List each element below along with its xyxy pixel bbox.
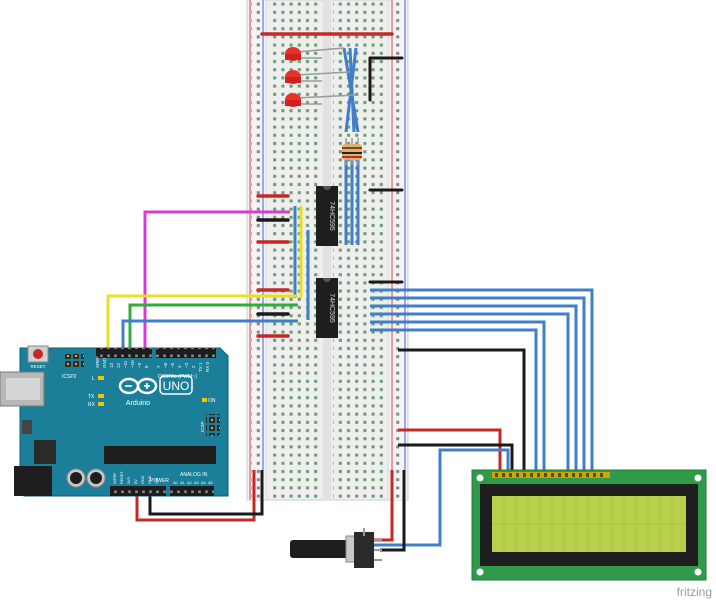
breadboard bbox=[246, 0, 409, 501]
chip-1: 74HC595 bbox=[316, 186, 338, 246]
pin-a3-label: A3 bbox=[194, 481, 199, 485]
arduino-model: UNO bbox=[163, 379, 190, 393]
pin-a5-label: A5 bbox=[208, 481, 213, 485]
pin-rx-label: RX 0 bbox=[205, 361, 210, 372]
pin-11-label: ~11 bbox=[123, 360, 128, 368]
potentiometer[interactable] bbox=[290, 528, 382, 568]
digital-header-right bbox=[156, 348, 216, 358]
pin-2-label: 2 bbox=[191, 365, 196, 368]
pin-9-label: ~9 bbox=[137, 362, 142, 368]
pin-aref-label: AREF bbox=[95, 356, 100, 368]
arduino-uno: RESET ICSP2 AREF GND 13 12 ~11 ~10 ~9 8 … bbox=[0, 345, 229, 497]
pin-ioref-label: IOREF bbox=[113, 472, 117, 484]
led-rx-label: RX bbox=[88, 402, 96, 408]
pin-4-label: 4 bbox=[177, 365, 182, 368]
breadboard-center-channel bbox=[323, 0, 331, 500]
digital-header-left bbox=[96, 348, 152, 358]
dc-jack bbox=[14, 466, 52, 496]
icsp-header bbox=[206, 414, 220, 436]
led-l-label: L bbox=[92, 376, 95, 382]
pin-3-label: ~3 bbox=[184, 362, 189, 368]
pin-5v-label: 5V bbox=[134, 479, 138, 484]
lcd-wires bbox=[370, 288, 594, 552]
digital-header-label: DIGITAL (PWM~) bbox=[158, 374, 197, 380]
pin-12-label: 12 bbox=[116, 362, 121, 368]
pin-3v3-label: 3V3 bbox=[127, 477, 131, 484]
resistor-3 bbox=[354, 138, 362, 165]
led-on-label: ON bbox=[208, 398, 216, 404]
resistors bbox=[342, 138, 362, 165]
pin-a1-label: A1 bbox=[180, 481, 185, 485]
pin-6-label: ~6 bbox=[163, 362, 168, 368]
pin-a2-label: A2 bbox=[187, 481, 192, 485]
lcd-display bbox=[471, 469, 707, 581]
reset-label: RESET bbox=[30, 364, 45, 369]
arduino-logo-icon bbox=[118, 377, 158, 395]
pin-a4-label: A4 bbox=[201, 481, 206, 485]
power-header bbox=[110, 486, 166, 496]
chip-2: 74HC595 bbox=[316, 278, 338, 338]
arduino-wires bbox=[106, 210, 298, 350]
pin-8-label: 8 bbox=[144, 365, 149, 368]
pin-gnd1-label: GND bbox=[141, 475, 145, 484]
analog-header bbox=[170, 486, 214, 496]
power-header-label: POWER bbox=[150, 478, 169, 484]
chip-2-label: 74HC595 bbox=[328, 293, 335, 323]
pin-5-label: ~5 bbox=[170, 362, 175, 368]
leds bbox=[285, 47, 357, 107]
icsp-label: ICSP bbox=[200, 421, 205, 432]
chip-1-label: 74HC595 bbox=[328, 201, 335, 231]
pin-13-label: 13 bbox=[109, 362, 114, 368]
breadboard-terminal-right bbox=[333, 0, 387, 500]
pin-gnd-label: GND bbox=[102, 357, 107, 368]
pin-vin-label: VIN bbox=[155, 477, 159, 484]
led-2 bbox=[285, 70, 351, 84]
pin-tx-label: TX 1 bbox=[198, 362, 203, 372]
icsp2-header bbox=[64, 354, 84, 368]
top-wires bbox=[256, 32, 404, 338]
analog-header-label: ANALOG IN bbox=[180, 472, 208, 478]
pin-10-label: ~10 bbox=[130, 360, 135, 368]
arduino-brand: Arduino bbox=[126, 400, 150, 407]
led-3 bbox=[285, 93, 357, 107]
arduino-power-wires bbox=[135, 470, 264, 522]
microcontroller-chip bbox=[104, 446, 216, 464]
pin-a0-label: A0 bbox=[173, 481, 178, 485]
led-1 bbox=[285, 47, 345, 61]
pin-7-label: 7 bbox=[156, 365, 161, 368]
icsp2-label: ICSP2 bbox=[62, 374, 77, 380]
led-tx-label: TX bbox=[88, 394, 95, 400]
pin-gnd2-label: GND bbox=[148, 475, 152, 484]
pin-reset-label: RESET bbox=[120, 471, 124, 484]
fritzing-watermark: fritzing bbox=[677, 585, 712, 599]
